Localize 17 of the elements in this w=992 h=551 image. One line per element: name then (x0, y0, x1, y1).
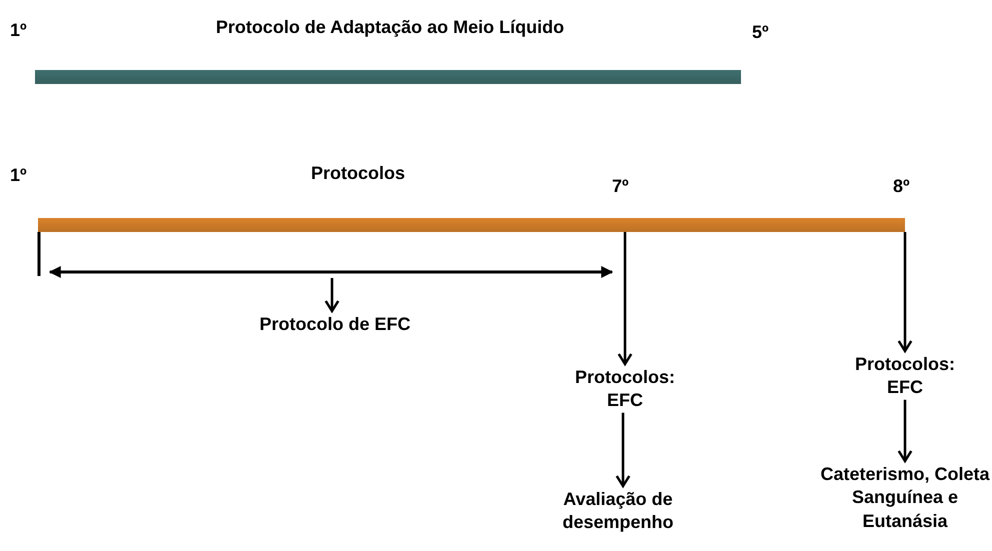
day-label: 1º (10, 20, 27, 41)
arrow (324, 278, 340, 312)
day-label: 8º (893, 176, 910, 197)
day-label: 1º (10, 165, 27, 186)
step-text: Avaliação de desempenho (561, 488, 675, 534)
timeline-heading: Protocolos (310, 162, 406, 185)
step-text: Protocolo de EFC (258, 313, 412, 336)
arrow (898, 232, 912, 352)
step-text: Protocolos: EFC (574, 366, 676, 412)
arrow (616, 412, 630, 488)
step-text: Protocolos: EFC (854, 353, 956, 400)
timeline-heading: Protocolo de Adaptação ao Meio Líquido (214, 16, 566, 39)
arrow (898, 400, 912, 462)
day-label: 5º (752, 22, 769, 43)
day-label: 7º (612, 176, 629, 197)
step-text: Cateterismo, Coleta Sanguínea e Eutanásia (819, 463, 991, 533)
arrow (618, 232, 632, 366)
